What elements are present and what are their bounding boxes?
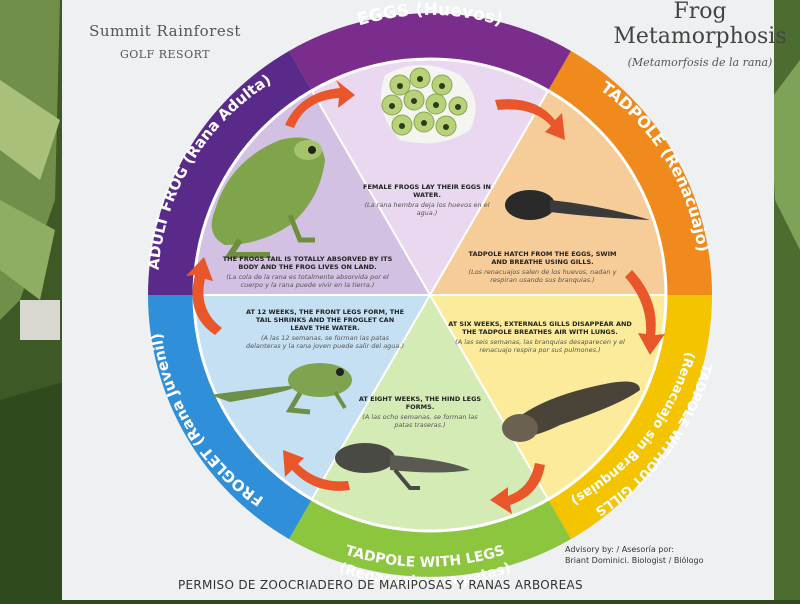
- desc-tadpole-es: (Los renacuajos salen de los huevos, nad…: [468, 268, 617, 284]
- desc-froglet-es: (A las 12 semanas, se forman las patas d…: [245, 334, 405, 350]
- desc-tadpole: TADPOLE HATCH FROM THE EGGS, SWIM AND BR…: [465, 250, 620, 284]
- tadpole-no-gills-illustration: [502, 381, 640, 442]
- logo-line-2: GOLF RESORT: [119, 48, 211, 61]
- desc-eggs: FEMALE FROGS LAY THEIR EGGS IN WATER. (L…: [362, 183, 492, 217]
- title-line-1: Frog: [673, 0, 727, 24]
- arrow-icon: [495, 99, 565, 140]
- title-subtitle: (Metamorfosis de la rana): [627, 56, 773, 69]
- tadpole-illustration: [505, 190, 650, 220]
- desc-froglet-en: AT 12 WEEKS, THE FRONT LEGS FORM, THE TA…: [245, 308, 405, 332]
- adult-frog-illustration: [211, 137, 325, 258]
- arrow-icon: [283, 450, 350, 491]
- advisory-line-2: Briant Dominici. Biologist / Biólogo: [565, 556, 704, 565]
- arrow-icon: [625, 270, 665, 355]
- permit-text: PERMISO DE ZOOCRIADERO DE MARIPOSAS Y RA…: [178, 578, 583, 592]
- title-line-2: Metamorphosis: [613, 24, 787, 49]
- desc-legs-en: AT EIGHT WEEKS, THE HIND LEGS FORMS.: [358, 395, 482, 411]
- resort-logo: Summit Rainforest GOLF RESORT: [70, 22, 260, 61]
- desc-froglet: AT 12 WEEKS, THE FRONT LEGS FORM, THE TA…: [245, 308, 405, 350]
- desc-legs: AT EIGHT WEEKS, THE HIND LEGS FORMS. (A …: [355, 395, 485, 429]
- desc-adult-es: (La cola de la rana es totalmente absorv…: [226, 273, 389, 289]
- arrow-icon: [186, 257, 222, 335]
- arrow-icon: [490, 463, 545, 514]
- advisory-credit: Advisory by: / Asesoría por: Briant Domi…: [565, 544, 704, 566]
- desc-eggs-en: FEMALE FROGS LAY THEIR EGGS IN WATER.: [363, 183, 491, 199]
- desc-adult-en: THE FROGS TAIL IS TOTALLY ABSORVED BY IT…: [222, 255, 393, 271]
- desc-legs-es: (A las ocho semanas, se forman las patas…: [362, 413, 478, 429]
- logo-line-1: Summit Rainforest: [89, 22, 241, 40]
- desc-no-gills: AT SIX WEEKS, EXTERNALS GILLS DISAPPEAR …: [440, 320, 640, 354]
- froglet-illustration: [210, 363, 352, 415]
- egg-cluster-illustration: [380, 65, 476, 144]
- advisory-line-1: Advisory by: / Asesoría por:: [565, 545, 675, 554]
- desc-no-gills-es: (A las seis semanas, las branquias desap…: [455, 338, 625, 354]
- desc-no-gills-en: AT SIX WEEKS, EXTERNALS GILLS DISAPPEAR …: [448, 320, 632, 336]
- desc-eggs-es: (La rana hembra deja los huevos en el ag…: [364, 201, 490, 217]
- tadpole-with-legs-illustration: [335, 443, 470, 490]
- desc-tadpole-en: TADPOLE HATCH FROM THE EGGS, SWIM AND BR…: [468, 250, 617, 266]
- cycle-arrows: [186, 80, 665, 514]
- desc-adult: THE FROGS TAIL IS TOTALLY ABSORVED BY IT…: [220, 255, 395, 289]
- arrow-icon: [285, 80, 355, 128]
- sign-title: Frog Metamorphosis (Metamorfosis de la r…: [610, 0, 790, 69]
